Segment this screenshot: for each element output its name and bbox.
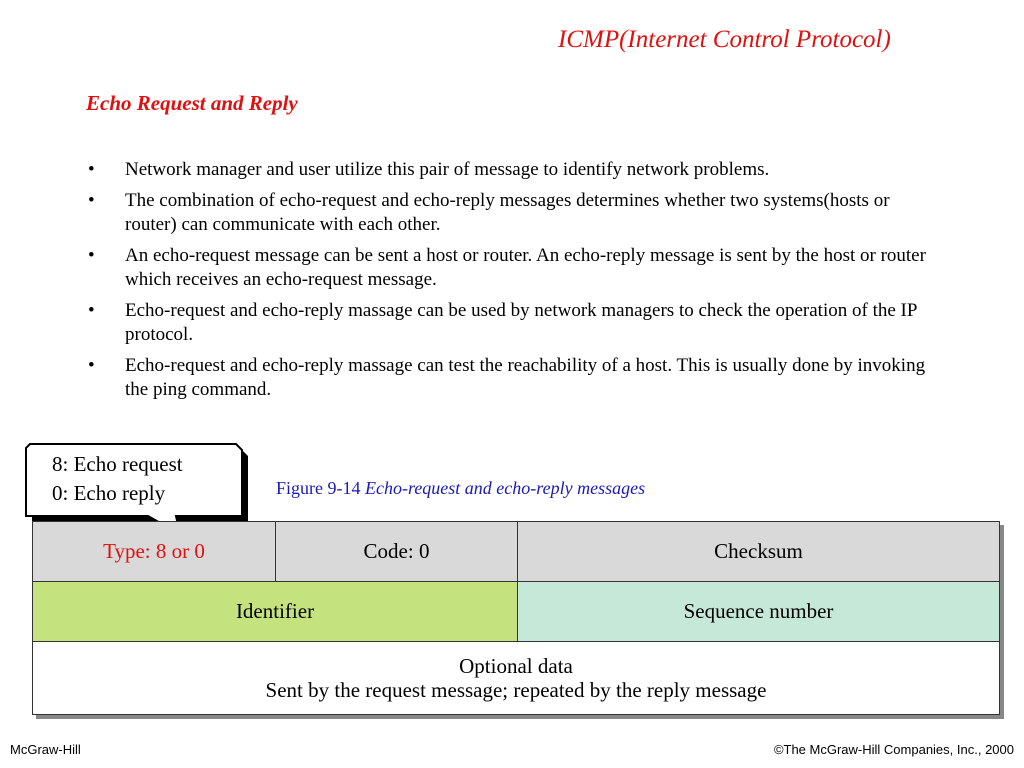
figure-caption-title: Echo-request and echo-reply messages xyxy=(365,478,646,498)
sequence-number-field: Sequence number xyxy=(518,582,999,642)
bullet-item: • Echo-request and echo-reply massage can… xyxy=(88,354,938,402)
checksum-field: Checksum xyxy=(518,522,999,582)
bullet-icon: • xyxy=(88,190,95,211)
bullet-text: An echo-request message can be sent a ho… xyxy=(125,245,926,290)
bullet-item: • Network manager and user utilize this p… xyxy=(88,158,938,182)
slide-title: ICMP(Internet Control Protocol) xyxy=(558,26,891,53)
bullet-item: • Echo-request and echo-reply massage can… xyxy=(88,299,938,347)
type-field: Type: 8 or 0 xyxy=(33,522,276,582)
callout-line-reply: 0: Echo reply xyxy=(52,481,166,505)
optional-data-field: Optional data Sent by the request messag… xyxy=(33,642,999,714)
bullet-icon: • xyxy=(88,300,95,321)
callout-line-request: 8: Echo request xyxy=(52,452,183,476)
bullet-text: Echo-request and echo-reply massage can … xyxy=(125,355,926,400)
bullet-text: Echo-request and echo-reply massage can … xyxy=(125,300,917,345)
callout-text: 8: Echo request 0: Echo reply xyxy=(52,450,183,508)
bullet-text: Network manager and user utilize this pa… xyxy=(125,159,770,180)
bullet-icon: • xyxy=(88,355,95,376)
icmp-packet-format: Type: 8 or 0 Code: 0 Checksum Identifier… xyxy=(32,521,1000,715)
bullet-icon: • xyxy=(88,245,95,266)
bullet-item: • The combination of echo-request and ech… xyxy=(88,189,938,237)
code-field: Code: 0 xyxy=(276,522,518,582)
speech-bubble-icon xyxy=(25,443,248,540)
footer-copyright: ©The McGraw-Hill Companies, Inc., 2000 xyxy=(773,742,1014,757)
figure-caption: Figure 9-14 Echo-request and echo-reply … xyxy=(276,478,645,499)
optional-data-description: Sent by the request message; repeated by… xyxy=(265,678,767,702)
type-callout: 8: Echo request 0: Echo reply xyxy=(25,443,248,540)
bullet-text: The combination of echo-request and echo… xyxy=(125,190,890,235)
bullet-icon: • xyxy=(88,159,95,180)
bullet-list: • Network manager and user utilize this p… xyxy=(88,158,938,409)
footer-publisher: McGraw-Hill xyxy=(10,742,81,757)
identifier-field: Identifier xyxy=(33,582,518,642)
optional-data-title: Optional data xyxy=(459,654,573,678)
slide-subtitle: Echo Request and Reply xyxy=(86,91,298,115)
bullet-item: • An echo-request message can be sent a h… xyxy=(88,244,938,292)
figure-caption-number: Figure 9-14 xyxy=(276,478,365,498)
